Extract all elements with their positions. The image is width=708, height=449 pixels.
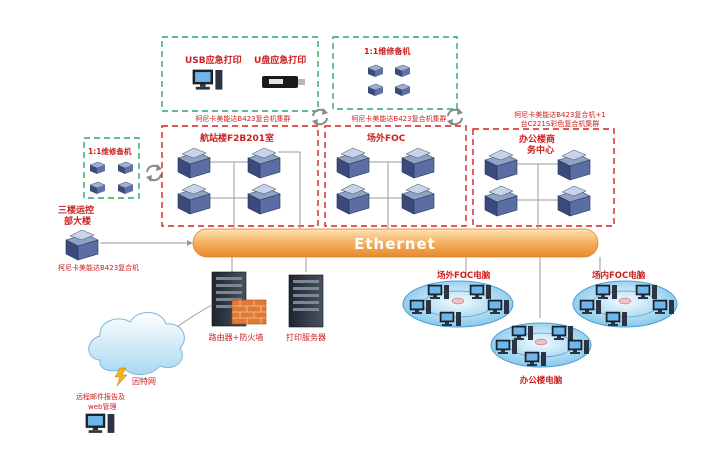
standby-unit: [117, 161, 134, 175]
mfp-printer: [336, 147, 370, 179]
mfp-printer: [247, 183, 281, 215]
internet-label: 因特网: [132, 376, 156, 386]
mfp-printer: [401, 183, 435, 215]
mfp-printer: [247, 147, 281, 179]
pc-group-onsite-foc-label: 场内FOC电脑: [592, 270, 646, 281]
swap-arrow-icon: [146, 164, 162, 182]
standby-left-label: 1:1维修备机: [88, 146, 132, 156]
udisk-print-label: U盘应急打印: [254, 54, 306, 66]
swap-arrow-icon: [447, 108, 463, 126]
standby-unit: [367, 64, 384, 78]
mfp-printer: [557, 185, 591, 217]
arrow-head-icon: [187, 240, 193, 246]
hub-icon: [451, 297, 465, 305]
cluster-caption-3b: 台C221S彩色复合机集群: [521, 119, 600, 128]
mfp-printer: [401, 147, 435, 179]
standby-unit: [367, 83, 384, 97]
standby-unit: [117, 181, 134, 195]
group-terminal-label: 航站楼F2B201室: [200, 132, 274, 144]
pc-group-offsite-foc: [402, 280, 514, 328]
cluster-caption-1: 柯尼卡美能达B423复合机集群: [195, 114, 290, 123]
firewall-icon: [231, 299, 267, 325]
print-server-icon: [288, 274, 324, 328]
mfp-printer: [177, 147, 211, 179]
router-firewall-label: 路由器+防火墙: [209, 332, 264, 342]
standby-unit: [394, 83, 411, 97]
group-offsite-foc: 场外FOC: [324, 125, 467, 229]
internet-cloud-icon: [88, 312, 185, 375]
print-server-label: 打印服务器: [286, 332, 326, 342]
mfp-printer: [177, 183, 211, 215]
usb-pc-icon: [192, 69, 224, 91]
pc-group-offsite-foc-label: 场外FOC电脑: [437, 270, 491, 281]
mfp-printer: [336, 183, 370, 215]
pc-group-office-label: 办公楼电脑: [520, 375, 563, 386]
ethernet-label: Ethernet: [354, 235, 436, 253]
ethernet-bus: Ethernet: [192, 228, 599, 258]
usb-print-label: USB应急打印: [185, 54, 242, 66]
standby-top-zone: 1:1维修备机: [332, 36, 458, 110]
group-terminal: 航站楼F2B201室: [161, 125, 319, 229]
standby-top-label: 1:1维修备机: [364, 46, 410, 56]
group-offsite-foc-label: 场外FOC: [367, 132, 406, 144]
mfp-printer: [484, 149, 518, 181]
standby-unit: [89, 181, 106, 195]
group-office-label-2: 务中心: [527, 144, 554, 156]
left-device-title-2: 部大楼: [64, 215, 91, 227]
cluster-caption-2: 柯尼卡美能达B423复合机集群: [351, 114, 446, 123]
lightning-icon: [114, 367, 128, 387]
cluster-caption-3a: 柯尼卡美能达B423复合机+1: [514, 110, 605, 119]
group-office-label-1: 办公楼商: [519, 133, 555, 145]
emergency-print-zone: USB应急打印 U盘应急打印: [161, 36, 319, 112]
pc-group-onsite-foc: [572, 280, 678, 328]
mfp-printer: [65, 229, 99, 261]
hub-icon: [618, 297, 632, 305]
standby-unit: [394, 64, 411, 78]
remote-label-1: 远程邮件报告及: [76, 392, 125, 401]
standby-unit: [89, 161, 106, 175]
swap-arrow-icon: [312, 108, 328, 126]
mfp-printer: [557, 149, 591, 181]
remote-pc-icon: [85, 413, 116, 434]
remote-label-2: web管理: [88, 402, 116, 411]
hub-icon: [534, 338, 548, 346]
group-office-center: 办公楼商 务中心: [472, 128, 615, 229]
standby-left-zone: 1:1维修备机: [83, 137, 140, 199]
left-device-title-1: 三楼运控: [58, 204, 94, 216]
pc-group-office: [490, 322, 592, 368]
mfp-printer: [484, 185, 518, 217]
left-device-caption: 柯尼卡美能达B423复合机: [58, 263, 139, 272]
usb-drive-icon: [262, 76, 305, 88]
